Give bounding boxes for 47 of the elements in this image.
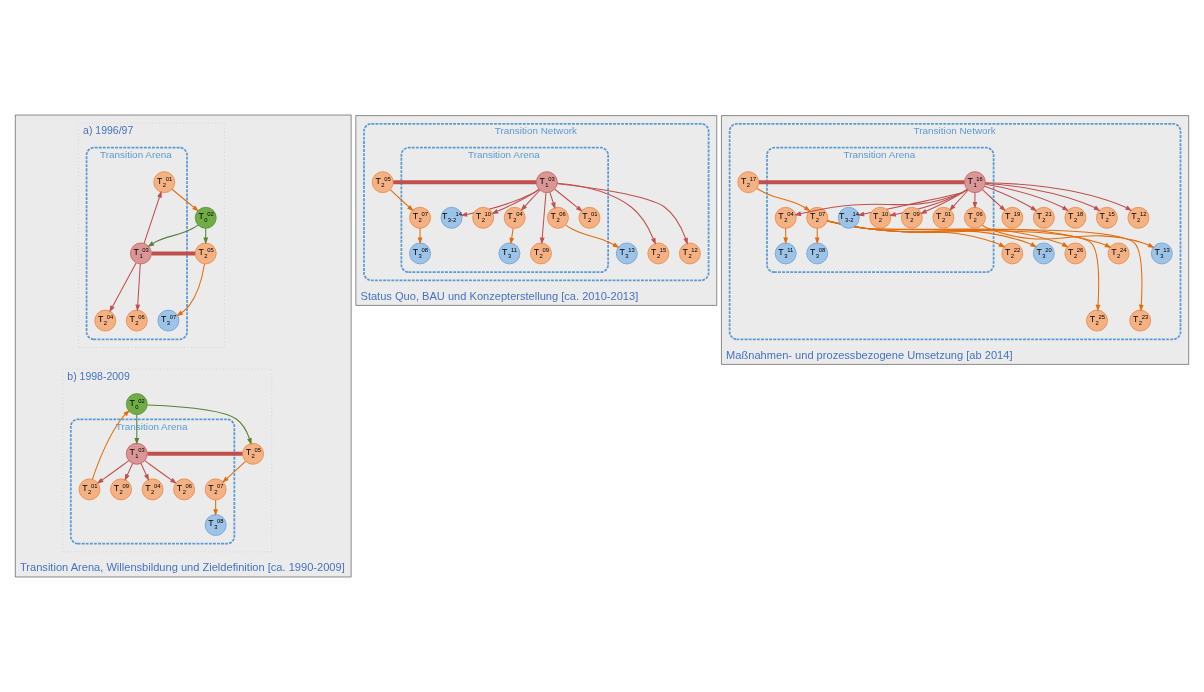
arrow bbox=[176, 263, 206, 317]
arrow bbox=[783, 227, 789, 245]
arrow bbox=[814, 227, 820, 245]
arrow bbox=[389, 189, 414, 212]
arrow bbox=[972, 192, 978, 209]
arrow bbox=[826, 220, 1112, 248]
arrow bbox=[981, 189, 1006, 212]
arrow bbox=[554, 188, 583, 212]
arrow bbox=[146, 404, 252, 445]
arrow bbox=[147, 224, 199, 248]
connector bbox=[147, 451, 243, 456]
arrow bbox=[140, 463, 149, 481]
arrow bbox=[756, 187, 811, 212]
arrow bbox=[539, 192, 547, 245]
arrow bbox=[984, 182, 1101, 212]
arrow bbox=[143, 190, 162, 244]
arrow bbox=[109, 262, 137, 313]
arrow bbox=[981, 224, 1155, 249]
arrow bbox=[984, 182, 1133, 212]
arrow bbox=[520, 189, 541, 211]
arrow bbox=[213, 499, 219, 516]
arrow bbox=[984, 183, 1069, 212]
arrow bbox=[919, 188, 968, 214]
arrow bbox=[91, 409, 130, 480]
arrow bbox=[556, 183, 688, 245]
arrow bbox=[565, 224, 620, 248]
connector bbox=[151, 251, 196, 256]
connector bbox=[393, 180, 537, 185]
arrow bbox=[124, 463, 134, 481]
arrow bbox=[984, 185, 1038, 212]
arrow bbox=[417, 227, 423, 245]
arrow bbox=[889, 189, 968, 217]
arrow bbox=[949, 189, 969, 211]
arrow bbox=[794, 189, 968, 216]
arrow bbox=[144, 460, 177, 484]
arrow bbox=[222, 460, 246, 483]
connector bbox=[758, 180, 965, 185]
arrow bbox=[491, 188, 540, 214]
arrow bbox=[549, 191, 556, 210]
arrow bbox=[556, 182, 656, 245]
arrow bbox=[135, 263, 141, 312]
arrow bbox=[171, 188, 199, 212]
arrow bbox=[460, 189, 540, 217]
arrow bbox=[509, 227, 515, 245]
arrow bbox=[96, 460, 130, 484]
arrow bbox=[203, 227, 209, 245]
arrow bbox=[857, 189, 968, 217]
